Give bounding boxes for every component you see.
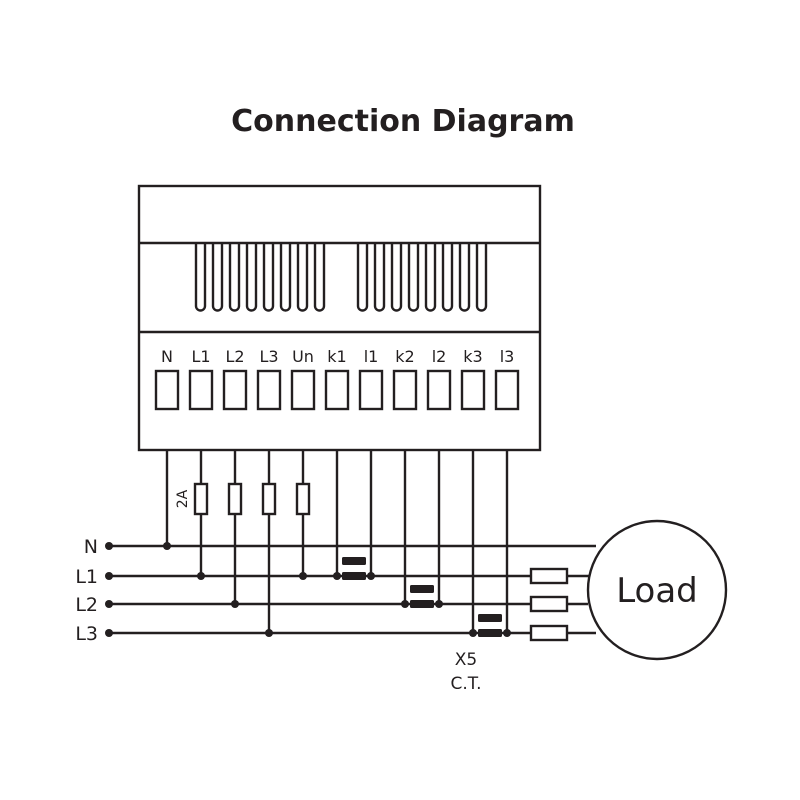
load-fuse-l3 (529, 624, 569, 642)
load-label: Load (616, 571, 698, 611)
fuse-l1 (193, 482, 209, 516)
terminal-block-k3 (460, 369, 486, 411)
line-start-n (105, 542, 113, 550)
line-label-l1: L1 (75, 566, 98, 588)
line-start-l3 (105, 629, 113, 637)
line-label-l2: L2 (75, 594, 98, 616)
terminal-block-k2 (392, 369, 418, 411)
junction-l3 (265, 629, 273, 637)
terminal-label-un: Un (292, 347, 314, 366)
junction-k3 (469, 629, 477, 637)
vent-slots-right (356, 243, 488, 312)
junction-l2 (231, 600, 239, 608)
junction-k1 (333, 572, 341, 580)
terminal-label-l1: L1 (191, 347, 210, 366)
fuse-un (295, 482, 311, 516)
ct-l1-upper (342, 557, 366, 565)
line-labels: N L1 L2 L3 (75, 536, 98, 645)
wiring (109, 450, 728, 661)
terminal-labels: N L1 L2 L3 Un k1 l1 k2 l2 k3 l3 (161, 347, 514, 366)
junction-k2 (401, 600, 409, 608)
terminal-label-l3: L3 (259, 347, 278, 366)
terminal-block-l3-ct (494, 369, 520, 411)
meter-device (137, 184, 542, 452)
junction-n (163, 542, 171, 550)
fuse-rating-label: 2A (175, 489, 191, 508)
junction-dots (105, 542, 511, 637)
terminal-block-l2-ct (426, 369, 452, 411)
terminal-label-k1: k1 (327, 347, 346, 366)
terminal-label-l2: L2 (225, 347, 244, 366)
terminal-block-l3 (256, 369, 282, 411)
line-label-n: N (84, 536, 98, 558)
terminal-block-l1-ct (358, 369, 384, 411)
load-fuse-l1 (529, 567, 569, 585)
terminal-block-l2 (222, 369, 248, 411)
terminal-blocks (154, 369, 520, 411)
terminal-block-n (154, 369, 180, 411)
junction-un (299, 572, 307, 580)
line-label-l3: L3 (75, 623, 98, 645)
ct-l3-upper (478, 614, 502, 622)
terminal-label-l1-ct: l1 (364, 347, 379, 366)
line-start-l1 (105, 572, 113, 580)
vent-slots-left (194, 243, 326, 312)
terminal-label-l2-ct: l2 (432, 347, 447, 366)
ct-l2-upper (410, 585, 434, 593)
ct-l2-lower (410, 600, 434, 608)
ct-l1-lower (342, 572, 366, 580)
ct-quantity-label: X5 (455, 650, 477, 670)
diagram-title: Connection Diagram (231, 104, 575, 139)
load-circle (586, 519, 728, 661)
load-fuse-l2 (529, 595, 569, 613)
terminal-block-l1 (188, 369, 214, 411)
fuse-l2 (227, 482, 243, 516)
junction-l1-ct (367, 572, 375, 580)
terminal-label-k2: k2 (395, 347, 414, 366)
terminal-block-un (290, 369, 316, 411)
terminal-label-k3: k3 (463, 347, 482, 366)
junction-l3-ct (503, 629, 511, 637)
terminal-label-l3-ct: l3 (500, 347, 515, 366)
ct-label: C.T. (450, 674, 481, 694)
junction-l2-ct (435, 600, 443, 608)
fuse-l3 (261, 482, 277, 516)
terminal-block-k1 (324, 369, 350, 411)
junction-l1 (197, 572, 205, 580)
terminal-label-n: N (161, 347, 173, 366)
current-transformers (342, 557, 502, 637)
meter-housing (137, 184, 542, 452)
ct-l3-lower (478, 629, 502, 637)
line-start-l2 (105, 600, 113, 608)
